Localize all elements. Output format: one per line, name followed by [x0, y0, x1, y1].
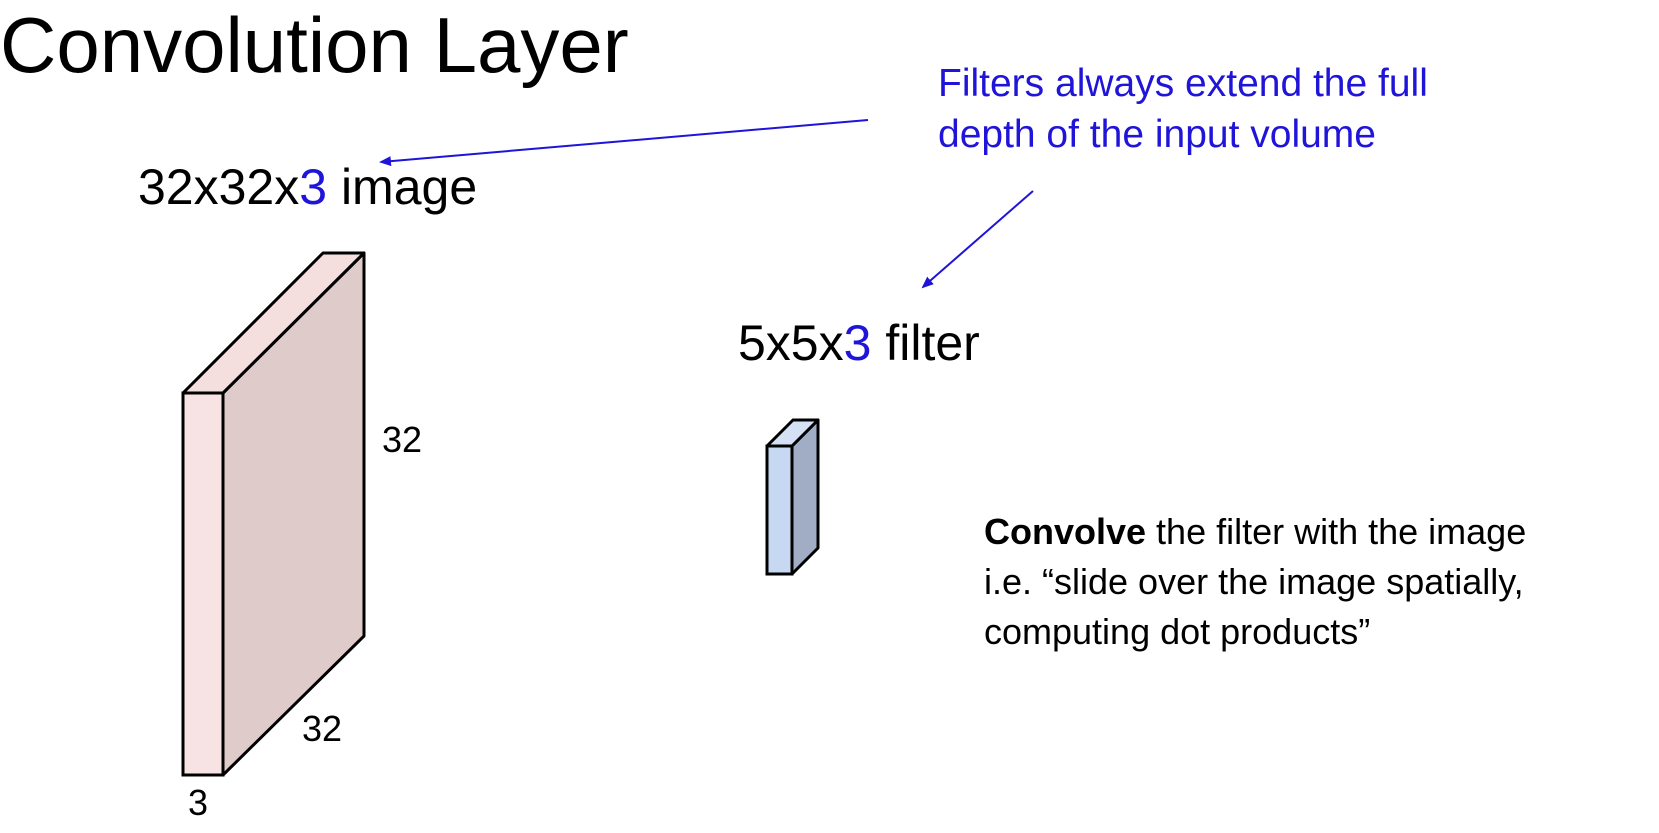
image-volume-front-face [181, 391, 225, 777]
image-volume [181, 251, 366, 777]
convolve-line-3: computing dot products” [984, 611, 1371, 652]
filter-label-depth: 3 [843, 315, 872, 371]
filter-volume-front-face [765, 444, 794, 576]
arrow-to-filter-label [921, 190, 1034, 289]
filter-label-suffix: filter [871, 315, 980, 371]
image-depth-label: 3 [188, 782, 209, 823]
image-dimensions-label: 32x32x3 image [138, 162, 477, 212]
depth-annotation: Filters always extend the full depth of … [938, 58, 1498, 160]
filter-label-prefix: 5x5x [738, 315, 844, 371]
convolve-line-2: i.e. “slide over the image spatially, [984, 561, 1524, 602]
image-label-depth: 3 [299, 159, 328, 215]
filter-dimensions-label: 5x5x3 filter [738, 318, 980, 368]
annotation-line-2: depth of the input volume [938, 113, 1376, 156]
image-height-label: 32 [382, 419, 423, 460]
arrow-to-image-label [379, 119, 869, 167]
image-label-suffix: image [327, 159, 478, 215]
convolve-description: Convolve the filter with the image i.e. … [984, 507, 1644, 657]
image-width-label: 32 [302, 708, 343, 749]
image-label-prefix: 32x32x [138, 159, 300, 215]
annotation-line-1: Filters always extend the full [938, 62, 1428, 105]
convolve-line-1-rest: the filter with the image [1146, 511, 1527, 552]
slide-title: Convolution Layer [0, 1, 629, 89]
convolve-bold-word: Convolve [984, 511, 1147, 552]
convolve-line-1: Convolve the filter with the image [984, 507, 1644, 557]
filter-volume [765, 418, 820, 576]
